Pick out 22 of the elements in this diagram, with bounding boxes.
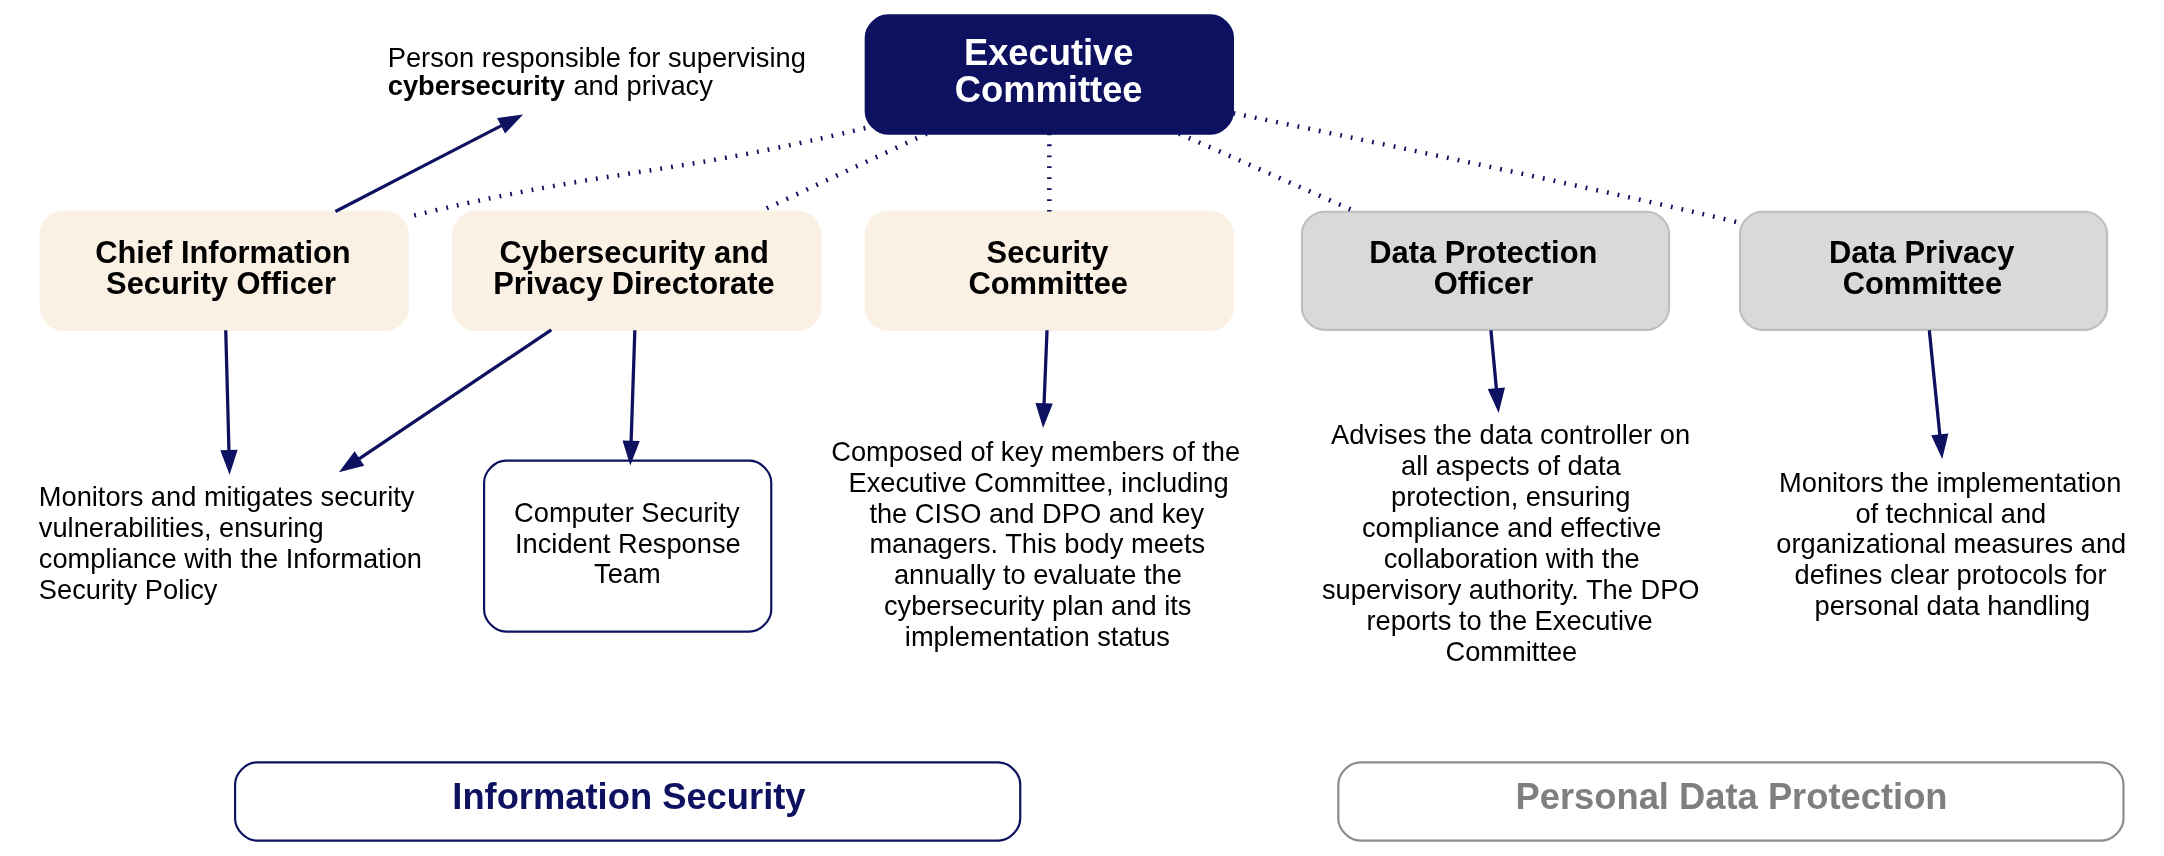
arrow xyxy=(1487,330,1505,413)
connector xyxy=(1046,133,1052,212)
node-text: Composed of key members of the Executive Committee, including the CISO and DPO and key managers. This body meets annually to evaluate the cybersecurity plan and its implementation status xyxy=(830,435,1240,653)
arrow xyxy=(334,114,523,213)
node-text: Monitors and mitigates security vulnerabilities, ensuring compliance with the Information Security Policy xyxy=(38,481,422,605)
node-box: Cybersecurity and Privacy Directorate xyxy=(451,210,821,331)
arrow xyxy=(1927,330,1948,460)
arrow xyxy=(1034,330,1053,428)
node-box: Chief Information Security Officer xyxy=(39,210,409,331)
arrow xyxy=(338,328,552,473)
node-box: Executive Committee xyxy=(864,14,1234,135)
node-box: Data Protection Officer xyxy=(1300,210,1670,331)
arrow xyxy=(219,330,238,475)
arrow xyxy=(622,330,640,466)
node-box: Information Security xyxy=(233,761,1021,842)
node-text: Advises the data controller on all aspects of data protection, ensuring compliance and effective collaboration with the supervisory authority. The DPO reports to the Executive Committee xyxy=(1321,419,1700,667)
node-box: Security Committee xyxy=(864,210,1234,331)
node-box: Computer Security Incident Response Team xyxy=(482,459,772,633)
node-text: Person responsible for supervising cybersecurity and privacy xyxy=(387,42,806,101)
node-box: Data Privacy Committee xyxy=(1738,210,2108,331)
node-text: Monitors the implementation of technical and organizational measures and defines clear protocols for personal data handling xyxy=(1775,466,2126,622)
node-box: Personal Data Protection xyxy=(1336,761,2125,842)
